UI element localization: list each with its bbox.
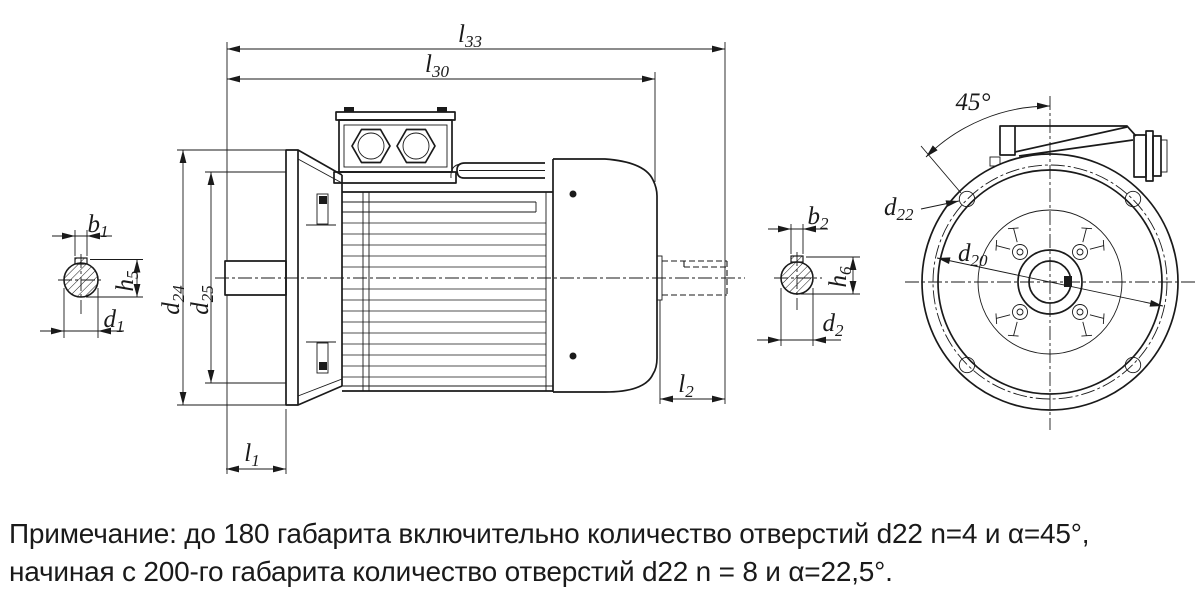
stator-body (342, 191, 553, 392)
lifting-lug (450, 163, 462, 179)
end-bell-bolt-top (569, 190, 577, 198)
end-bell-bolt-bottom (569, 352, 577, 360)
flange-plate (285, 149, 299, 406)
label-l1: l1 (244, 440, 259, 470)
label-d25: d25 (187, 285, 217, 315)
angle-dimension: 45° (920, 89, 1051, 194)
label-d1: d1 (104, 306, 125, 336)
rear-bearing-boss (656, 255, 663, 301)
label-h6: h6 (825, 266, 855, 288)
side-view-dimensions: l33 l30 l2 l1 d24 d25 (158, 21, 726, 474)
bore-keyway (1064, 276, 1072, 287)
shaft-circle-left (63, 262, 99, 298)
cable-gland-right (396, 128, 436, 164)
cooling-fins (342, 222, 546, 378)
dimension-arrows (179, 45, 725, 473)
key-right (790, 255, 804, 263)
d22-dimension: d22 (884, 194, 960, 224)
label-h5: h5 (112, 271, 142, 292)
note-line-1: Примечание: до 180 габарита включительно… (9, 518, 1089, 549)
shaft-circle-right (780, 261, 814, 295)
cable-gland-left (351, 128, 391, 164)
front-cable-gland (1133, 130, 1168, 182)
front-terminal-box (989, 125, 1168, 182)
shaft-section-rear: b2 h6 d2 (757, 203, 860, 346)
rear-shaft-hidden (662, 260, 728, 296)
label-angle-45: 45° (956, 89, 991, 116)
label-b2: b2 (808, 203, 830, 233)
flange-lug-top (306, 193, 336, 226)
label-l33: l33 (458, 21, 482, 51)
label-d24: d24 (158, 285, 188, 315)
box-screw-left (344, 107, 354, 112)
label-d20: d20 (958, 240, 988, 270)
label-b1: b1 (88, 211, 109, 241)
hub (977, 209, 1123, 355)
shield-joints (362, 192, 547, 391)
label-d22: d22 (884, 194, 914, 224)
mounting-studs (995, 227, 1105, 337)
angle-radial-line (920, 145, 962, 194)
d20-dimension: d20 (936, 240, 1164, 310)
flange-holes (958, 190, 1142, 374)
shaft-section-front: b1 h5 d1 (40, 211, 143, 338)
top-rib-plate (450, 162, 545, 179)
drawing-note: Примечание: до 180 габарита включительно… (9, 518, 1090, 587)
flange-lug-bottom (306, 341, 336, 374)
terminal-box (333, 107, 457, 184)
label-l30: l30 (425, 51, 449, 81)
motor-side-view (215, 107, 745, 406)
motor-front-view: d20 45° d22 (884, 89, 1195, 430)
box-screw-right (437, 107, 447, 112)
end-bell (552, 158, 663, 393)
key-left (74, 257, 88, 265)
note-line-2: начиная с 200-го габарита количество отв… (9, 556, 893, 587)
label-d2: d2 (823, 310, 845, 340)
label-l2: l2 (678, 371, 694, 401)
